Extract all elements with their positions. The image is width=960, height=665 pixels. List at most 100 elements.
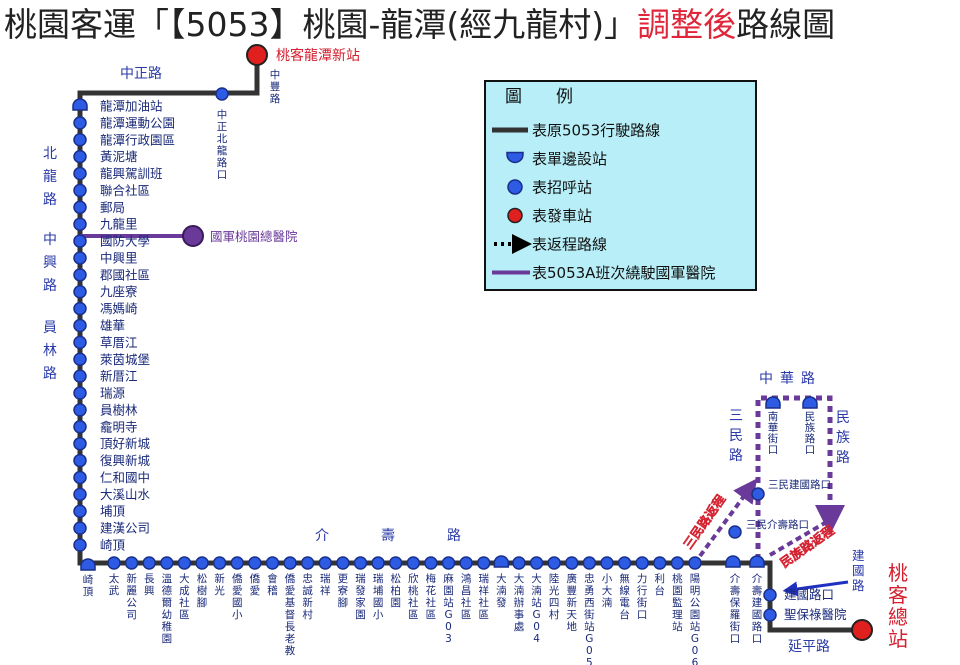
stop-icon (507, 179, 523, 195)
legend-item-0: 表原5053行駛路線 (492, 122, 660, 140)
road-minzu-char-0: 民 (836, 410, 850, 426)
road-west-char-8: 路 (43, 366, 57, 382)
stop-west-13 (73, 318, 87, 333)
stop-label-west-8: 國防大學 (100, 234, 150, 249)
stop-label-west-7: 九龍里 (100, 217, 138, 232)
road-zhonghua-char-2: 路 (801, 371, 815, 387)
legend-item-5: 表5053A班次繞駛國軍醫院 (492, 264, 715, 282)
stop-label-bottom-15: 瑞埔國小 (373, 573, 384, 621)
stop-label-west-21: 復興新城 (100, 453, 151, 468)
map-title: 桃園客運「【5053】桃園-龍潭(經九龍村)」調整後路線圖 (4, 2, 956, 48)
road-west-char-5: 路 (43, 278, 57, 294)
sanmin-return-arrow (698, 478, 758, 558)
legend-label-5: 表5053A班次繞駛國軍醫院 (532, 264, 715, 282)
stop-label-bottom-31: 利台 (655, 573, 666, 597)
stop-label-bottom-25: 陸光四村 (549, 572, 560, 621)
stop-bottom-31 (653, 556, 667, 570)
stop-label-bottom-1: 新麗公司 (126, 572, 137, 621)
stop-west-22 (73, 470, 87, 485)
stop-bottom-20 (459, 556, 473, 570)
legend-label-1: 表單邊設站 (532, 150, 607, 168)
stop-label-corner: 崎頂 (83, 573, 94, 598)
stop-label-west-9: 中興里 (100, 250, 138, 265)
stop-label-bottom-13: 更寮腳 (338, 573, 349, 609)
stop-label-west-0: 龍潭加油站 (100, 99, 163, 114)
title-highlight: 調整後 (637, 5, 737, 44)
stop-label-west-10: 郡國社區 (100, 267, 150, 282)
terminal-icon (507, 207, 523, 224)
stop-label-loop-3: 三民介壽路口 (746, 518, 809, 531)
stop-label-west-26: 崎頂 (100, 538, 126, 553)
road-jianguo-3: 路 (852, 578, 865, 593)
stop-label-west-16: 新厝江 (100, 369, 138, 384)
road-west-char-1: 龍 (43, 168, 57, 185)
stop-label-bottom-20: 鴻昌社區 (461, 572, 472, 621)
road-sanmin-char-1: 民 (729, 428, 743, 444)
stop-east-0-shelter (725, 555, 741, 568)
stop-label-loop-0: 南華街口 (768, 410, 779, 456)
stop-bottom-15 (371, 556, 385, 570)
road-yanping: 延平路 (788, 639, 830, 655)
start-terminal (246, 44, 268, 66)
stop-label-west-3: 黃泥塘 (100, 149, 138, 164)
stop-bottom-14 (353, 556, 368, 570)
stop-label-bottom-14: 瑞發家園 (355, 573, 366, 621)
legend-title: 圖 例 (505, 87, 573, 107)
road-west-char-3: 中 (43, 232, 57, 248)
stop-west-8 (73, 234, 87, 248)
stop-label-west-4: 龍興駕訓班 (100, 166, 163, 181)
road-west-char-2: 路 (43, 192, 57, 208)
road-west-char-4: 興 (43, 255, 57, 271)
stop-label-east-2: 建國路口 (784, 587, 834, 602)
stop-label-west-15: 萊茵城堡 (100, 352, 151, 367)
stop-label-bottom-6: 新光 (214, 572, 225, 597)
road-sanmin-labels: 三民路 (729, 408, 743, 464)
stop-west-17 (73, 386, 87, 400)
loop-route-line (755, 395, 845, 560)
stop-label-west-5: 聯合社區 (100, 183, 150, 198)
road-jieshou-char-1: 壽 (381, 528, 395, 544)
stop-bottom-16 (388, 556, 403, 570)
stop-bottom-19 (441, 556, 456, 570)
stop-west-19 (73, 420, 87, 434)
stop-label-bottom-3: 溫德爾幼稚園 (162, 573, 173, 645)
stop-bottom-17 (406, 556, 421, 570)
stop-label-west-2: 龍潭行政園區 (100, 132, 175, 147)
road-minzu-labels: 民族路 (836, 410, 850, 466)
stop-top-1 (215, 87, 229, 101)
stop-label-loop-2: 三民建國路口 (768, 478, 831, 491)
legend-box (484, 80, 757, 291)
road-jianguo-1: 建 (852, 548, 865, 563)
end-terminal-label-1: 桃 (888, 561, 908, 585)
legend-label-3: 表發車站 (532, 207, 592, 225)
stop-bottom-26 (565, 556, 579, 570)
stop-label-bottom-11: 忠誠新村 (302, 573, 313, 621)
legend: 圖 例 表原5053行駛路線表單邊設站表招呼站表發車站表返程路線表5053A班次… (484, 80, 757, 291)
legend-item-3: 表發車站 (507, 207, 592, 225)
stop-bottom-29 (617, 556, 632, 570)
stop-bottom-10 (283, 556, 297, 570)
stop-bottom-4 (177, 556, 192, 570)
stop-label-loop-1: 民族路口 (805, 411, 816, 456)
stop-bottom-8 (248, 556, 262, 570)
end-terminal-label-3: 總 (888, 605, 908, 629)
stop-label-west-20: 頂好新城 (100, 436, 151, 451)
start-terminal-label: 桃客龍潭新站 (276, 47, 360, 64)
stop-west-26 (73, 538, 87, 552)
legend-label-0: 表原5053行駛路線 (532, 122, 660, 140)
stop-label-bottom-29: 無線電台 (619, 572, 630, 621)
stop-label-bottom-5: 松樹腳 (197, 572, 208, 609)
stop-bottom-11 (300, 556, 315, 570)
stop-west-21 (73, 453, 87, 468)
stop-label-west-6: 郵局 (100, 200, 125, 215)
road-west-char-7: 林 (43, 343, 57, 359)
legend-item-2: 表招呼站 (507, 179, 592, 197)
stop-west-7 (73, 217, 87, 231)
bottom-stops: 太武新麗公司長興溫德爾幼稚園大成社區松樹腳新光僑愛國小僑愛會稽僑愛基督長老教忠誠… (107, 555, 702, 665)
stop-label-bottom-26: 廣豐新天地 (567, 572, 578, 633)
